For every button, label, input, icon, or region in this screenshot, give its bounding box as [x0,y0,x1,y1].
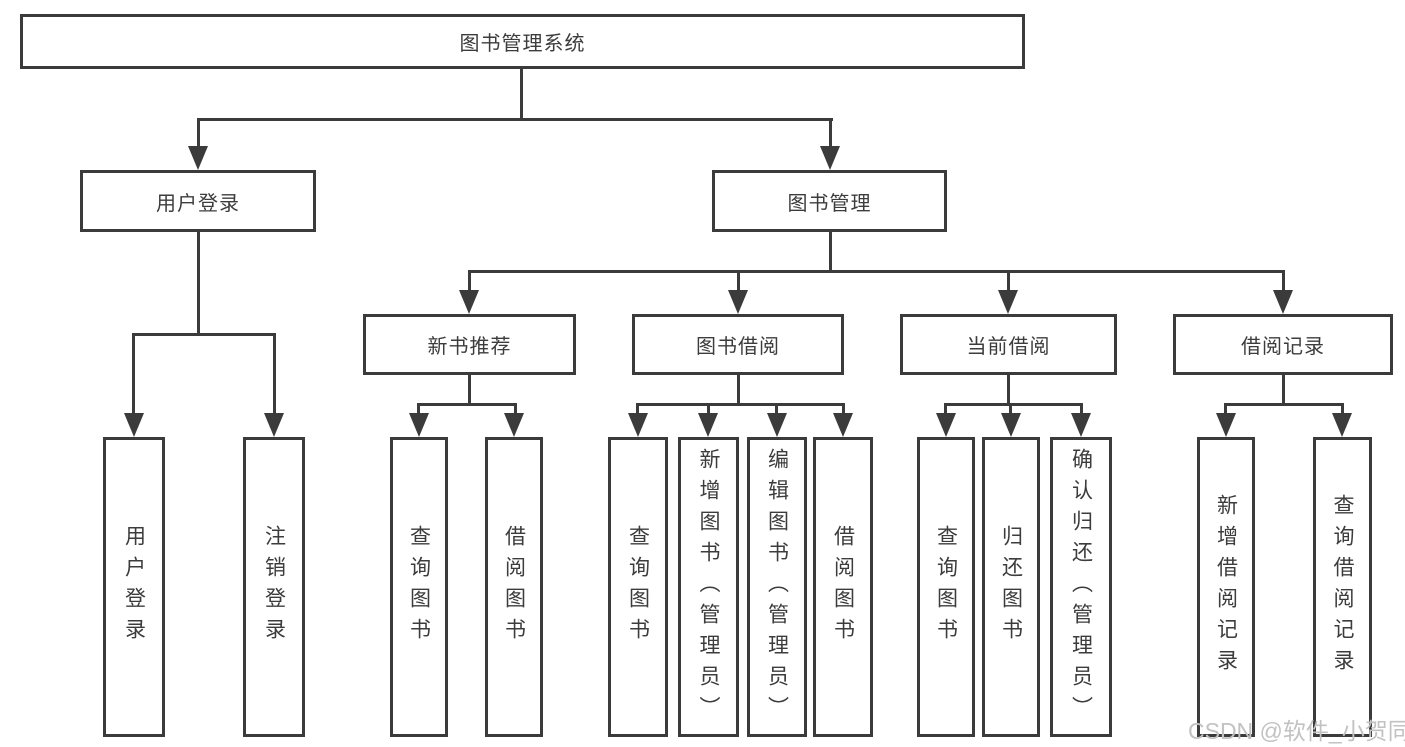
arrowhead-down-icon [728,290,748,314]
connector-vertical [132,333,135,415]
arrowhead-down-icon [628,413,648,437]
leaf-return-books-label: 归还图书 [999,525,1023,649]
leaf-user-login-label: 用户登录 [122,525,146,649]
arrowhead-down-icon [698,413,718,437]
leaf-user-login: 用户登录 [103,437,165,737]
connector-vertical [514,403,517,415]
leaf-current-query-books-label: 查询图书 [934,525,958,649]
arrowhead-down-icon [1001,413,1021,437]
connector-vertical [829,118,832,148]
connector-vertical [1007,270,1010,292]
arrowhead-down-icon [820,146,840,170]
node-new-book-recommend-label: 新书推荐 [427,336,512,358]
leaf-recommend-query-books-label: 查询图书 [407,525,431,649]
arrowhead-down-icon [459,290,479,314]
leaf-edit-books-admin: 编辑图书（管理员） [747,437,807,737]
connector-horizontal [944,403,1083,406]
connector-vertical [1009,403,1012,415]
arrowhead-down-icon [124,413,144,437]
arrowhead-down-icon [409,413,429,437]
connector-vertical [1282,375,1285,406]
leaf-edit-books-admin-label: 编辑图书（管理员） [765,447,789,727]
node-book-management: 图书管理 [712,170,947,232]
connector-vertical [197,232,200,335]
arrowhead-down-icon [504,413,524,437]
node-current-borrow: 当前借阅 [900,314,1117,375]
node-user-login: 用户登录 [80,170,316,232]
leaf-current-query-books: 查询图书 [917,437,975,737]
watermark: CSDN @软件_小贺同学 [1188,718,1405,744]
arrowhead-down-icon [1273,290,1293,314]
leaf-borrow-query-books-label: 查询图书 [626,525,650,649]
connector-vertical [468,270,471,292]
leaf-borrow-books: 借阅图书 [813,437,873,737]
arrowhead-down-icon [1071,413,1091,437]
arrowhead-down-icon [936,413,956,437]
node-book-management-label: 图书管理 [787,192,872,215]
connector-vertical [737,375,740,406]
node-book-borrow: 图书借阅 [632,314,844,375]
node-borrow-record: 借阅记录 [1173,314,1393,375]
node-current-borrow-label: 当前借阅 [966,336,1051,358]
connector-vertical [636,403,639,415]
connector-horizontal [132,333,276,336]
arrowhead-down-icon [1332,413,1352,437]
node-book-borrow-label: 图书借阅 [696,336,780,358]
arrowhead-down-icon [833,413,853,437]
node-borrow-record-label: 借阅记录 [1241,336,1325,358]
connector-vertical [1007,375,1010,406]
leaf-borrow-books-label: 借阅图书 [831,525,855,649]
arrowhead-down-icon [767,413,787,437]
connector-vertical [468,375,471,406]
leaf-query-borrow-record: 查询借阅记录 [1313,437,1372,737]
connector-vertical [417,403,420,415]
connector-vertical [197,118,200,148]
connector-horizontal [417,403,517,406]
leaf-confirm-return-admin: 确认归还（管理员） [1050,437,1112,737]
leaf-add-books-admin-label: 新增图书（管理员） [697,447,720,727]
node-new-book-recommend: 新书推荐 [363,314,576,375]
leaf-add-books-admin: 新增图书（管理员） [678,437,739,737]
connector-horizontal [468,270,1285,273]
leaf-borrow-query-books: 查询图书 [608,437,668,737]
connector-vertical [1224,403,1227,415]
connector-horizontal [1224,403,1343,406]
leaf-add-borrow-record: 新增借阅记录 [1197,437,1255,737]
connector-vertical [829,232,832,273]
leaf-recommend-borrow-books-label: 借阅图书 [502,525,526,649]
arrowhead-down-icon [188,146,208,170]
node-user-login-label: 用户登录 [156,192,240,215]
arrowhead-down-icon [264,413,284,437]
leaf-query-borrow-record-label: 查询借阅记录 [1331,494,1354,680]
connector-vertical [1341,403,1344,415]
arrowhead-down-icon [1216,413,1236,437]
leaf-logout: 注销登录 [243,437,305,737]
connector-vertical [1282,270,1285,292]
node-root: 图书管理系统 [20,14,1025,69]
connector-vertical [737,270,740,292]
leaf-recommend-query-books: 查询图书 [390,437,448,737]
connector-vertical [944,403,947,415]
connector-vertical [707,403,710,415]
node-root-label: 图书管理系统 [459,33,586,55]
leaf-add-borrow-record-label: 新增借阅记录 [1214,494,1238,680]
connector-horizontal [636,403,845,406]
connector-horizontal [197,118,833,121]
leaf-recommend-borrow-books: 借阅图书 [485,437,543,737]
connector-vertical [520,69,523,120]
connector-vertical [842,403,845,415]
leaf-logout-label: 注销登录 [262,525,286,649]
connector-vertical [1080,403,1083,415]
leaf-confirm-return-admin-label: 确认归还（管理员） [1069,447,1093,727]
arrowhead-down-icon [998,290,1018,314]
connector-vertical [273,333,276,415]
connector-vertical [775,403,778,415]
leaf-return-books: 归还图书 [982,437,1040,737]
